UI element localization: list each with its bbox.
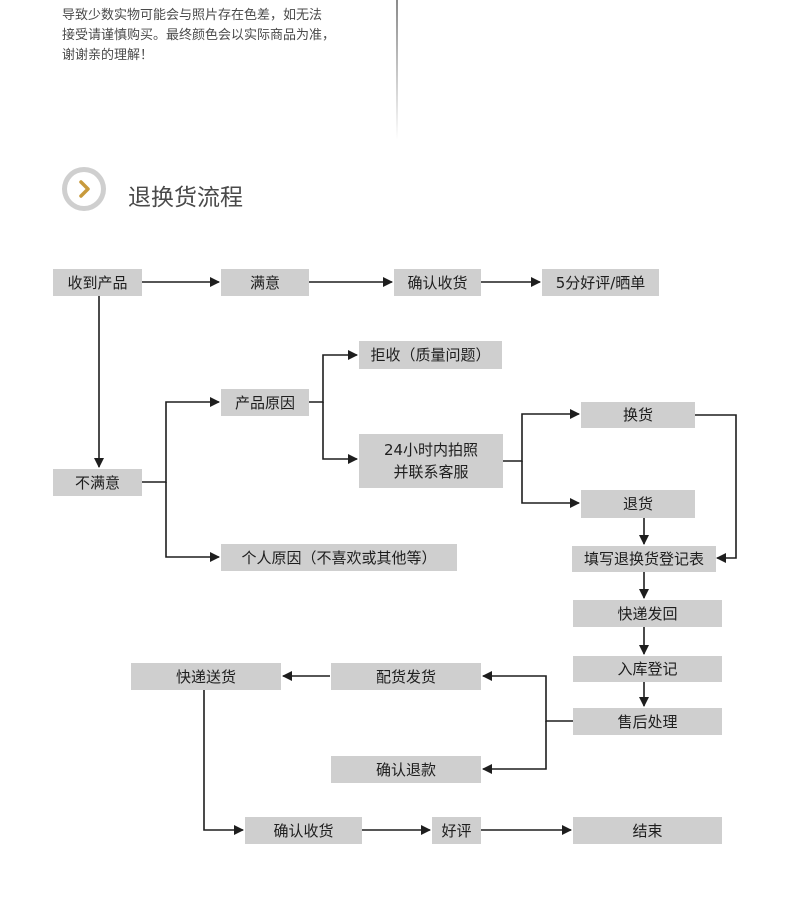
section-icon (62, 167, 106, 211)
arrow-to-product-reason (142, 397, 220, 483)
node-fill-form: 填写退换货登记表 (572, 546, 716, 572)
top-text-line: 接受请谨慎购买。最终颜色会以实际商品为准， (62, 28, 336, 43)
node-warehouse: 入库登记 (573, 656, 722, 682)
node-after-sales: 售后处理 (573, 708, 722, 735)
node-dispatch: 配货发货 (331, 663, 481, 690)
node-satisfied: 满意 (221, 269, 309, 296)
node-confirm-receipt: 确认收货 (394, 269, 481, 296)
node-product-reason: 产品原因 (221, 389, 309, 416)
node-five-star: 5分好评/晒单 (542, 269, 659, 296)
node-photo-line1: 24小时内拍照 (383, 441, 479, 459)
node-express-delivery: 快递送货 (131, 663, 281, 690)
arrow-delivery-confirm (203, 690, 244, 835)
arrow-to-dispatch (482, 671, 573, 722)
arrow-to-return (521, 461, 580, 508)
node-photo: 24小时内拍照 并联系客服 (359, 434, 503, 488)
node-confirm-refund: 确认退款 (331, 756, 481, 783)
top-text-line: 谢谢亲的理解！ (62, 48, 154, 63)
arrow-to-reject (309, 350, 358, 403)
chevron-right-icon (79, 180, 90, 198)
node-received: 收到产品 (53, 269, 142, 296)
top-left-text: 导致少数实物可能会与照片存在色差，如无法 接受请谨慎购买。最终颜色会以实际商品为… (62, 6, 335, 66)
node-confirm-receipt-2: 确认收货 (245, 817, 362, 844)
node-end: 结束 (573, 817, 722, 844)
node-personal-reason: 个人原因（不喜欢或其他等） (221, 544, 457, 571)
arrow-to-refund (482, 721, 547, 774)
divider-line (396, 0, 398, 140)
node-return: 退货 (581, 490, 695, 518)
top-text-line: 导致少数实物可能会与照片存在色差，如无法 (62, 8, 323, 23)
arrow-to-exchange (503, 409, 580, 462)
arrow-to-personal-reason (165, 482, 220, 562)
node-good-review: 好评 (432, 817, 481, 844)
node-photo-line2: 并联系客服 (393, 463, 469, 481)
node-reject: 拒收（质量问题） (359, 341, 502, 369)
arrow-to-photo (322, 402, 358, 464)
section-title: 退换货流程 (128, 185, 243, 211)
node-exchange: 换货 (581, 402, 695, 428)
node-express-back: 快递发回 (573, 600, 722, 627)
node-dissatisfied: 不满意 (53, 469, 142, 496)
arrow-exchange-to-form (695, 414, 737, 563)
